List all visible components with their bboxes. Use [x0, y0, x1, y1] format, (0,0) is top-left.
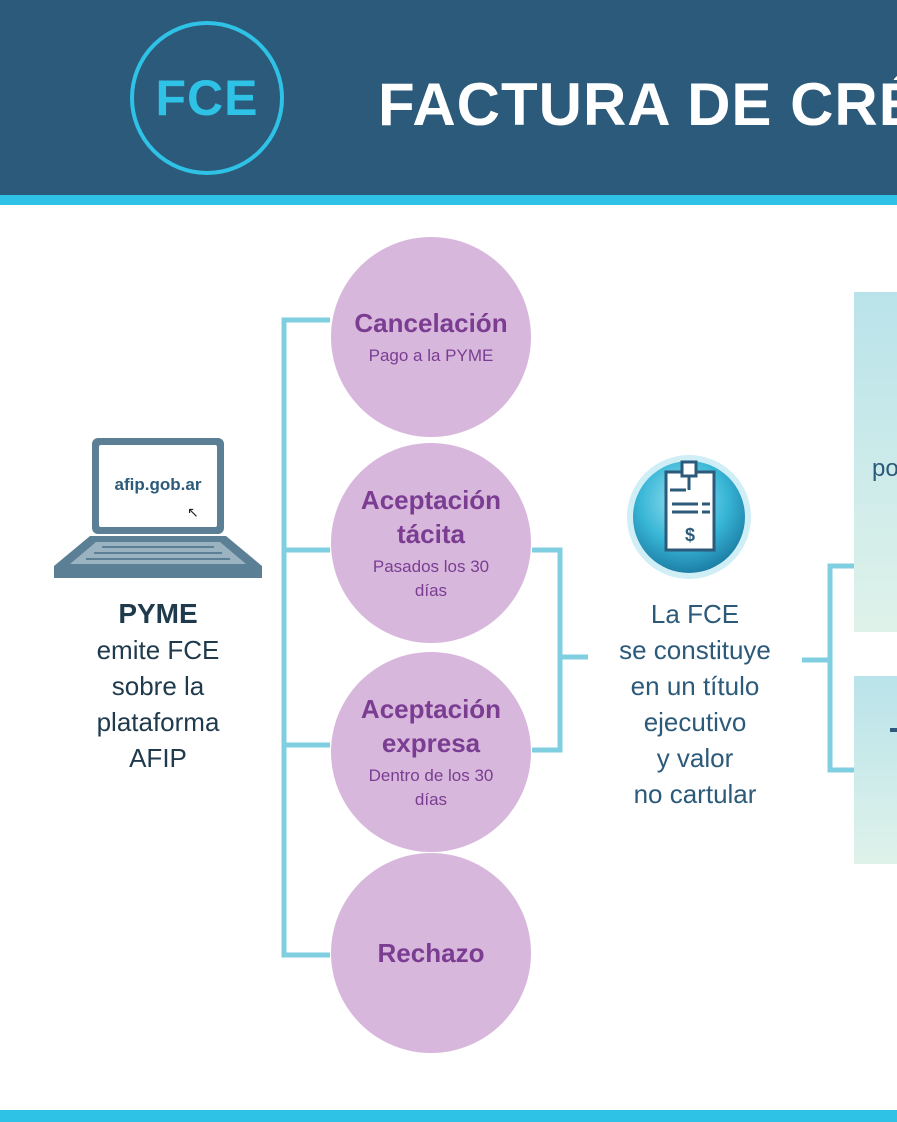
result-line: no cartular	[633, 779, 757, 809]
laptop-screen: afip.gob.ar ↖	[92, 438, 224, 534]
result-line: y valor	[656, 743, 734, 773]
laptop-display: afip.gob.ar ↖	[99, 445, 217, 527]
result-line: La FCE	[650, 599, 740, 629]
option-subtitle: Pago a la PYME	[368, 346, 494, 365]
pyme-name: PYME	[118, 598, 198, 629]
result-line: ejecutivo	[643, 707, 747, 737]
option-aceptacion-expresa: Aceptación expresa Dentro de los 30 días	[331, 652, 531, 852]
cursor-icon: ↖	[187, 504, 199, 520]
result-line: en un título	[630, 671, 760, 701]
option-cancelacion: Cancelación Pago a la PYME	[331, 237, 531, 437]
option-title: Aceptación expresa	[360, 694, 502, 758]
laptop-keyboard-icon	[54, 536, 262, 578]
header-stripe	[0, 195, 897, 205]
page-title: FACTURA DE CRÉ	[378, 71, 897, 138]
result-description: La FCE se constituye en un título ejecut…	[590, 596, 800, 812]
option-title: Cancelación	[354, 308, 508, 338]
right-panel-upper	[854, 292, 897, 632]
option-rechazo: Rechazo	[331, 853, 531, 1053]
pyme-line: sobre la	[111, 671, 205, 701]
pyme-description: PYME emite FCE sobre la plataforma AFIP	[50, 596, 266, 776]
svg-text:$: $	[685, 525, 695, 545]
invoice-document-icon: $	[627, 455, 751, 579]
right-panel-mark	[890, 728, 897, 732]
option-title: Rechazo	[377, 938, 485, 968]
option-title: Aceptación tácita	[360, 485, 502, 549]
option-subtitle: Dentro de los 30 días	[368, 766, 494, 809]
right-panel-lower	[854, 676, 897, 864]
fce-logo: FCE	[130, 21, 284, 175]
laptop-url: afip.gob.ar	[114, 475, 202, 494]
right-panel-text: po	[872, 455, 897, 482]
pyme-line: plataforma	[96, 707, 220, 737]
result-line: se constituye	[619, 635, 771, 665]
option-subtitle: Pasados los 30 días	[372, 557, 490, 600]
pyme-line: AFIP	[129, 743, 187, 773]
pyme-line: emite FCE	[96, 635, 220, 665]
option-aceptacion-tacita: Aceptación tácita Pasados los 30 días	[331, 443, 531, 643]
footer-stripe	[0, 1110, 897, 1122]
logo-text: FCE	[155, 70, 259, 126]
